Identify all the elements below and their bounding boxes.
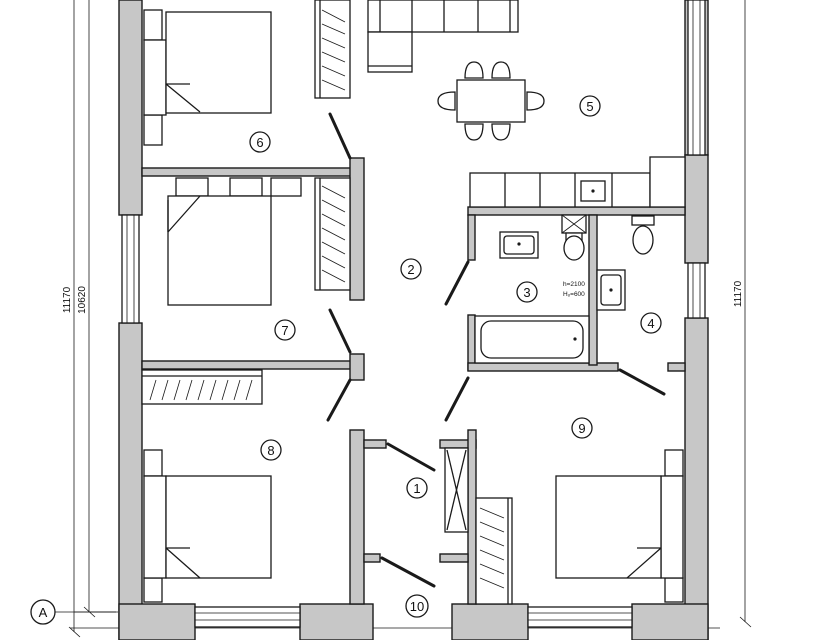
svg-text:7: 7 — [281, 323, 288, 338]
room-label-3: 3 — [516, 281, 538, 303]
bath-note-height: h=2100 — [563, 281, 585, 288]
wardrobe-room9 — [475, 497, 513, 605]
bed-room8 — [143, 449, 272, 603]
room-label-4: 4 — [640, 312, 662, 334]
axis-marker — [30, 599, 56, 625]
bath-note-mount: Hₒ=600 — [563, 291, 585, 298]
axis-label: A — [39, 605, 48, 620]
dimension-inner-left: 10620 — [77, 286, 88, 314]
room-label-6: 6 — [249, 131, 271, 153]
room-label-1: 1 — [406, 477, 428, 499]
sofa — [367, 0, 519, 73]
closet-entry — [444, 447, 469, 533]
svg-text:9: 9 — [578, 421, 585, 436]
room-label-8: 8 — [260, 439, 282, 461]
bed-room7 — [167, 177, 302, 306]
svg-text:3: 3 — [523, 285, 530, 300]
dimension-right: 11170 — [733, 280, 744, 307]
room-label-5: 5 — [579, 95, 601, 117]
svg-text:4: 4 — [647, 316, 654, 331]
room-label-2: 2 — [400, 258, 422, 280]
interior-walls — [141, 157, 686, 605]
bathroom-fixtures — [474, 214, 655, 364]
wardrobe-room6 — [314, 0, 351, 99]
svg-text:1: 1 — [413, 481, 420, 496]
kitchen-counter — [469, 156, 686, 208]
room-label-9: 9 — [571, 417, 593, 439]
dining-table — [437, 61, 545, 141]
svg-text:8: 8 — [267, 443, 274, 458]
wardrobe-room7 — [314, 177, 351, 291]
dimension-outer-left: 11170 — [62, 286, 73, 313]
svg-text:6: 6 — [256, 135, 263, 150]
bed-room9 — [555, 449, 684, 603]
doors — [326, 112, 666, 588]
room-label-10: 10 — [405, 594, 429, 618]
svg-text:2: 2 — [407, 262, 414, 277]
bed-room6 — [143, 9, 272, 146]
svg-text:5: 5 — [586, 99, 593, 114]
room-label-7: 7 — [274, 319, 296, 341]
windows — [121, 0, 706, 628]
svg-text:10: 10 — [410, 599, 424, 614]
wardrobe-room8 — [141, 369, 263, 405]
